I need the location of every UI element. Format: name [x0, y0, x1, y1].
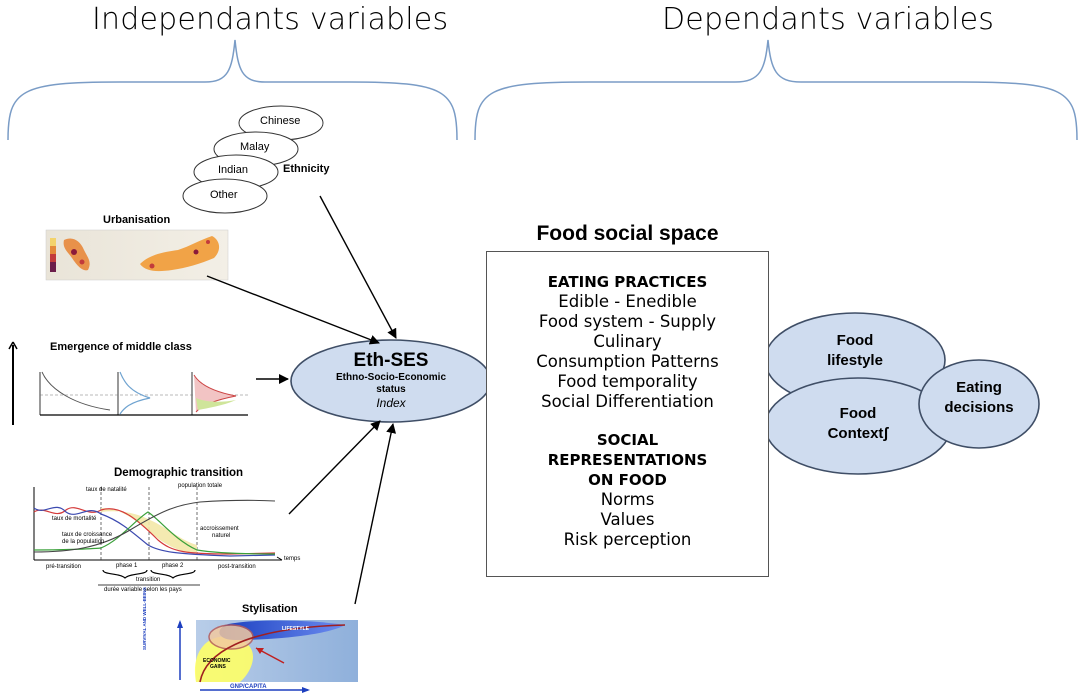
urbanisation-title: Urbanisation [103, 214, 171, 226]
social-item: Norms [600, 490, 655, 509]
stylisation-gains-label: GAINS [210, 664, 226, 670]
eth-ses-subtitle-2: status [376, 384, 406, 395]
stylisation-lifestyle-label: LIFESTYLE [282, 626, 309, 632]
stylisation-xlabel: GNP/CAPITA [230, 684, 267, 690]
eating-decisions-line-2: decisions [944, 399, 1014, 416]
ethnicity-indian-label: Indian [218, 164, 248, 176]
arrow-demographic-to-ethses [288, 420, 381, 515]
food-context-line-1: Food [839, 405, 877, 422]
eating-item: Edible - Enedible [558, 292, 697, 311]
social-representations-header-1: SOCIAL [596, 431, 659, 449]
ethnicity-other-label: Other [210, 189, 238, 201]
demo-label-mortalite: taux de mortalité [52, 516, 97, 522]
eth-ses-index: Index [376, 396, 406, 410]
demo-label-transition: transition [136, 577, 161, 583]
demo-label-phase2: phase 2 [162, 563, 184, 569]
urbanisation-map-image [45, 229, 229, 281]
demo-label-croissance-2: de la population [62, 539, 105, 545]
eth-ses-title: Eth-SES [353, 350, 429, 371]
demo-label-temps: temps [284, 556, 301, 562]
eating-practices-header: EATING PRACTICES [547, 273, 708, 291]
arrow-urbanisation-to-ethses [206, 275, 380, 345]
eating-item: Food system - Supply [538, 312, 717, 331]
food-context-label: Food Contextʃ [808, 404, 908, 444]
demo-label-natalite: taux de natalité [86, 487, 127, 493]
eating-item: Culinary [593, 332, 662, 351]
eth-ses-text: Eth-SES Ethno-Socio-Economic status Inde… [291, 350, 491, 410]
demo-label-phase1: phase 1 [116, 563, 138, 569]
demo-label-accroissement-1: accroissement [200, 526, 239, 532]
ethnicity-title: Ethnicity [283, 163, 330, 175]
food-social-space-title: Food social space [536, 222, 719, 245]
demo-label-croissance-1: taux de croissance [62, 532, 113, 538]
food-lifestyle-line-1: Food [836, 332, 874, 349]
ethnicity-chinese-label: Chinese [260, 115, 301, 127]
social-item: Values [600, 510, 655, 529]
stylisation-ylabel: SURVIVAL AND WELL-BEING [142, 587, 147, 650]
eating-decisions-line-1: Eating [956, 379, 1002, 396]
food-lifestyle-label: Food lifestyle [805, 331, 905, 371]
ethnicity-malay-label: Malay [240, 141, 270, 153]
demo-label-accroissement-2: naturel [212, 533, 231, 539]
eating-decisions-label: Eating decisions [929, 378, 1029, 418]
ethnicity-ellipses [182, 105, 324, 214]
eating-item: Food temporality [557, 372, 698, 391]
independent-brace [7, 39, 458, 141]
dependent-brace [474, 39, 1078, 141]
food-lifestyle-line-2: lifestyle [827, 352, 883, 369]
stylisation-economic-label: ECONOMIC [203, 658, 231, 664]
demographic-transition-title: Demographic transition [114, 467, 244, 479]
middle-class-title: Emergence of middle class [50, 341, 192, 353]
demo-label-pre: pré-transition [46, 564, 82, 570]
stylisation-chart-image [177, 620, 358, 693]
demographic-transition-chart-image [33, 487, 283, 586]
demo-label-pop-totale: population totale [178, 483, 223, 489]
eth-ses-subtitle-1: Ethno-Socio-Economic [336, 372, 446, 383]
dependent-variables-header: Dependants variables [662, 2, 995, 37]
food-context-line-2: Contextʃ [827, 425, 889, 442]
eating-item: Social Differentiation [541, 392, 714, 411]
eating-item: Consumption Patterns [536, 352, 719, 371]
social-representations-header-3: ON FOOD [588, 471, 667, 489]
demo-label-post: post-transition [218, 564, 256, 570]
stylisation-title: Stylisation [242, 603, 298, 615]
demo-label-duree: durée variable selon les pays [104, 587, 182, 593]
independent-variables-header: Independants variables [92, 2, 449, 37]
food-social-space-box: EATING PRACTICES Edible - Enedible Food … [486, 251, 769, 577]
social-item: Risk perception [563, 530, 692, 549]
arrow-stylisation-to-ethses [354, 423, 397, 605]
arrow-ethnicity-to-ethses [319, 195, 397, 339]
social-representations-header-2: REPRESENTATIONS [547, 451, 708, 469]
middle-class-chart-image [8, 341, 248, 425]
eating-decisions-ellipse [918, 359, 1040, 449]
